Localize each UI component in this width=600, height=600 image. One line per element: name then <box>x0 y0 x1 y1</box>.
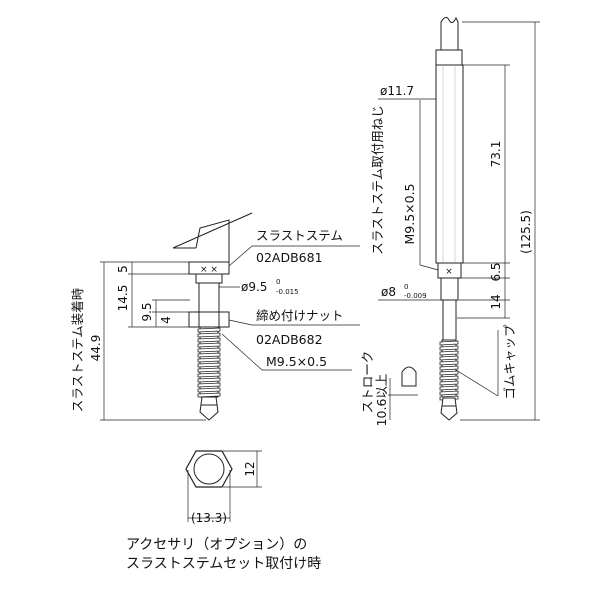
dim-4: 4 <box>159 316 173 324</box>
mount-thread-spec: M9.5×0.5 <box>402 183 417 244</box>
dim-73-1: 73.1 <box>489 141 503 168</box>
lock-nut-label: 締め付けナット <box>256 308 344 323</box>
thread-ridge <box>197 392 221 398</box>
dim-14-5: 14.5 <box>116 285 130 312</box>
stem-diameter-tol-lower: -0.015 <box>276 288 299 296</box>
dim-9-5: 9.5 <box>140 302 154 321</box>
thrust-stem-assembly-view: × × 44.9 5 14.5 9.5 4 スラストステム装着時 <box>70 212 360 421</box>
thread-mark: × <box>445 267 453 277</box>
thread-ridge <box>197 387 221 393</box>
dim-hex-13-3: (13.3) <box>191 511 227 525</box>
stem-top <box>440 16 459 50</box>
thread-ridge <box>439 370 459 376</box>
thread-ridge <box>439 355 459 361</box>
rubber-cap-bellows <box>439 339 459 401</box>
spindle <box>442 299 457 341</box>
thread-ridge <box>197 347 221 353</box>
hex-mark-upper: × × <box>200 265 218 275</box>
dim-5: 5 <box>116 265 130 273</box>
stem-flange <box>195 273 223 284</box>
hex-outline <box>185 450 233 488</box>
lock-nut <box>188 311 230 328</box>
thread-ridge <box>439 345 459 351</box>
stem-diameter: ø9.5 <box>241 280 267 294</box>
thread-ridge <box>439 350 459 356</box>
thrust-stem-code: 02ADB681 <box>256 250 323 265</box>
stroke-label: ストローク <box>360 351 375 414</box>
dim-14: 14 <box>489 294 503 309</box>
thread-ridge <box>197 377 221 383</box>
spindle-diameter: ø8 <box>381 285 396 299</box>
thread-ridge <box>439 375 459 381</box>
thread-label: M9.5×0.5 <box>266 354 327 369</box>
rubber-cap-label: ゴムキャップ <box>502 324 517 400</box>
thread-ridge <box>197 372 221 378</box>
thread-ridge <box>197 352 221 358</box>
thread-ridge <box>197 337 221 343</box>
dim-hex-12: 12 <box>243 461 257 476</box>
spindle-collar <box>440 277 459 301</box>
contact-tip <box>440 397 458 421</box>
thread-ridge <box>439 360 459 366</box>
threaded-section <box>197 326 221 398</box>
dim-125-5: (125.5) <box>519 210 533 254</box>
thread-ridge <box>439 365 459 371</box>
body-diameter: ø11.7 <box>380 84 414 98</box>
hex-inner-circle <box>193 453 225 485</box>
body-cut-section <box>172 212 253 262</box>
indicator-body-view: × (125.5) 73.1 6.5 14 ø11.7 ø8 0 -0.009 … <box>360 16 540 427</box>
dim-6-5: 6.5 <box>489 262 503 281</box>
thread-ridge <box>439 385 459 391</box>
caption-line-2: スラストステムセット取付け時 <box>126 556 322 572</box>
thread-ridge <box>439 380 459 386</box>
thread-ridge <box>197 367 221 373</box>
collar-top <box>435 49 463 66</box>
stem-tip <box>199 396 219 421</box>
lock-nut-code: 02ADB682 <box>256 332 323 347</box>
dim-44-9: 44.9 <box>89 335 103 362</box>
stem-diameter-tol-upper: 0 <box>276 278 280 286</box>
thread-ridge <box>197 382 221 388</box>
main-body <box>435 64 464 264</box>
stroke-cap-icon <box>401 366 417 387</box>
hex-end-view: 12 (13.3) <box>185 450 262 525</box>
thread-ridge <box>197 342 221 348</box>
thread-ridge <box>197 332 221 338</box>
thread-ridge <box>439 340 459 346</box>
spindle-diameter-tol-lower: -0.009 <box>404 292 427 300</box>
thrust-stem-label: スラストステム <box>256 228 343 243</box>
thrust-stem-mounted-label: スラストステム装着時 <box>70 287 85 412</box>
thread-ridge <box>197 327 221 333</box>
spindle-diameter-tol-upper: 0 <box>404 283 408 291</box>
stroke-value: 10.6以上 <box>374 374 389 427</box>
mount-thread-label: スラストステム取付用ねじ <box>370 105 385 254</box>
thread-ridge <box>197 357 221 363</box>
thread-ridge <box>197 362 221 368</box>
thread-ridge <box>439 390 459 396</box>
caption-line-1: アクセサリ（オプション）の <box>126 537 308 553</box>
